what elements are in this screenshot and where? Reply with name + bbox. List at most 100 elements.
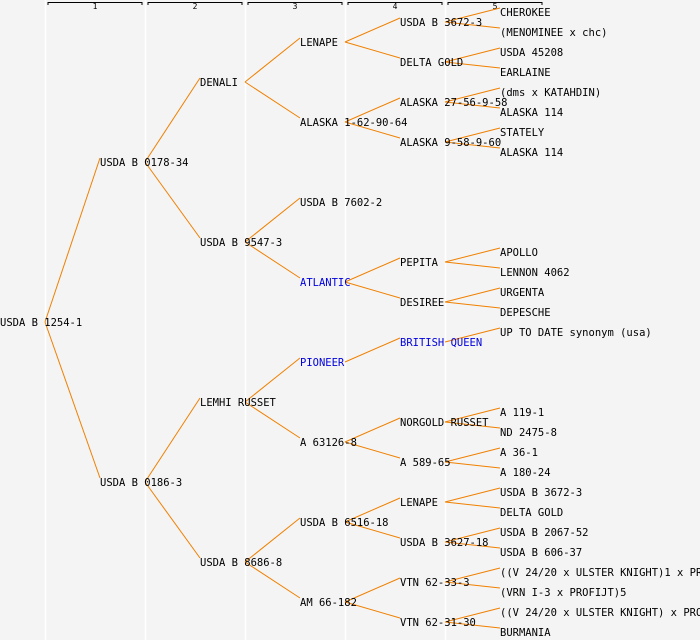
pedigree-node: LENNON 4062: [500, 267, 570, 279]
pedigree-node: DENALI: [200, 77, 238, 89]
pedigree-node: DEPESCHE: [500, 307, 551, 319]
pedigree-node: EARLAINE: [500, 67, 551, 79]
tree-link: [144, 77, 201, 163]
tree-link: [244, 517, 301, 563]
pedigree-node: A 180-24: [500, 467, 551, 479]
tree-link: [444, 621, 501, 629]
pedigree-node[interactable]: ATLANTIC: [300, 277, 351, 289]
pedigree-node: USDA B 7602-2: [300, 197, 382, 209]
tree-link: [444, 301, 501, 309]
column-number: 2: [193, 2, 198, 11]
pedigree-node: (MENOMINEE x chc): [500, 27, 607, 39]
tree-link: [144, 161, 201, 239]
column-headers: 1 2 3 4 5: [47, 2, 543, 11]
pedigree-node: ALASKA 27-56-9-58: [400, 97, 507, 109]
tree-link: [344, 577, 401, 603]
tree-link: [44, 321, 101, 479]
pedigree-node: LEMHI RUSSET: [200, 397, 277, 409]
tree-links: [44, 7, 501, 629]
pedigree-node[interactable]: PIONEER: [300, 357, 345, 369]
tree-link: [444, 61, 501, 69]
tree-link: [444, 247, 501, 263]
pedigree-node: (dms x KATAHDIN): [500, 87, 601, 99]
tree-link: [444, 527, 501, 543]
pedigree-node: AM 66-182: [300, 597, 357, 609]
tree-link: [344, 441, 401, 459]
tree-link: [444, 327, 501, 343]
tree-link: [344, 41, 401, 59]
tree-link: [244, 401, 301, 439]
tree-link: [344, 497, 401, 523]
pedigree-node: A 36-1: [500, 447, 538, 459]
tree-link: [444, 487, 501, 503]
column-number: 3: [293, 2, 298, 11]
tree-link: [444, 21, 501, 29]
pedigree-node: DELTA GOLD: [400, 57, 463, 69]
pedigree-node: UP TO DATE synonym (usa): [500, 327, 652, 339]
pedigree-node: USDA B 8686-8: [200, 557, 282, 569]
tree-link: [244, 81, 301, 119]
pedigree-node: ALASKA 9-58-9-60: [400, 137, 501, 149]
tree-link: [44, 157, 101, 323]
pedigree-node: ALASKA 114: [500, 107, 563, 119]
column-bracket: [147, 2, 243, 5]
pedigree-node: (VRN I-3 x PROFIJT)5: [500, 587, 626, 599]
pedigree-node: USDA B 1254-1: [0, 317, 82, 329]
column-grid: [44, 0, 447, 640]
tree-link: [444, 101, 501, 109]
pedigree-node: USDA 45208: [500, 47, 563, 59]
tree-link: [444, 127, 501, 143]
column-bracket: [447, 2, 543, 5]
tree-link: [444, 567, 501, 583]
pedigree-node: URGENTA: [500, 287, 545, 299]
pedigree-node: ALASKA 114: [500, 147, 563, 159]
pedigree-node: USDA B 0178-34: [100, 157, 189, 169]
pedigree-node: USDA B 3672-3: [400, 17, 482, 29]
tree-link: [444, 7, 501, 23]
pedigree-node: USDA B 3627-18: [400, 537, 489, 549]
column-number: 4: [393, 2, 398, 11]
column-number: 1: [93, 2, 98, 11]
pedigree-node: PEPITA: [400, 257, 439, 269]
pedigree-node: LENAPE: [400, 497, 438, 509]
pedigree-node: ND 2475-8: [500, 427, 557, 439]
tree-link: [444, 581, 501, 589]
tree-link: [444, 607, 501, 623]
pedigree-node: VTN 62-31-30: [400, 617, 476, 629]
tree-link: [444, 287, 501, 303]
tree-link: [344, 601, 401, 619]
tree-link: [344, 97, 401, 123]
pedigree-node: A 63126-8: [300, 437, 357, 449]
tree-link: [444, 47, 501, 63]
pedigree-node: USDA B 9547-3: [200, 237, 282, 249]
pedigree-node: LENAPE: [300, 37, 338, 49]
pedigree-node: BURMANIA: [500, 627, 551, 639]
tree-link: [444, 447, 501, 463]
tree-link: [444, 421, 501, 429]
pedigree-node: CHEROKEE: [500, 7, 551, 19]
pedigree-node: DESIREE: [400, 297, 444, 309]
column-number: 5: [493, 2, 498, 11]
column-bracket: [47, 2, 143, 5]
column-bracket: [347, 2, 443, 5]
tree-link: [244, 241, 301, 279]
pedigree-node: USDA B 606-37: [500, 547, 582, 559]
pedigree-node: STATELY: [500, 127, 545, 139]
tree-nodes: CHEROKEE (MENOMINEE x chc) USDA B 3672-3US…: [0, 7, 700, 639]
tree-link: [144, 481, 201, 559]
pedigree-node: A 119-1: [500, 407, 544, 419]
pedigree-node[interactable]: BRITISH QUEEN: [400, 337, 482, 349]
tree-link: [244, 37, 301, 83]
tree-link: [444, 141, 501, 149]
pedigree-node: ALASKA 1-62-90-64: [300, 117, 407, 129]
tree-link: [244, 561, 301, 599]
tree-link: [244, 197, 301, 243]
tree-link: [444, 87, 501, 103]
pedigree-node: DELTA GOLD: [500, 507, 563, 519]
pedigree-node: NORGOLD RUSSET: [400, 417, 489, 429]
tree-link: [144, 397, 201, 483]
tree-link: [244, 357, 301, 403]
tree-link: [344, 121, 401, 139]
pedigree-node: USDA B 6516-18: [300, 517, 389, 529]
